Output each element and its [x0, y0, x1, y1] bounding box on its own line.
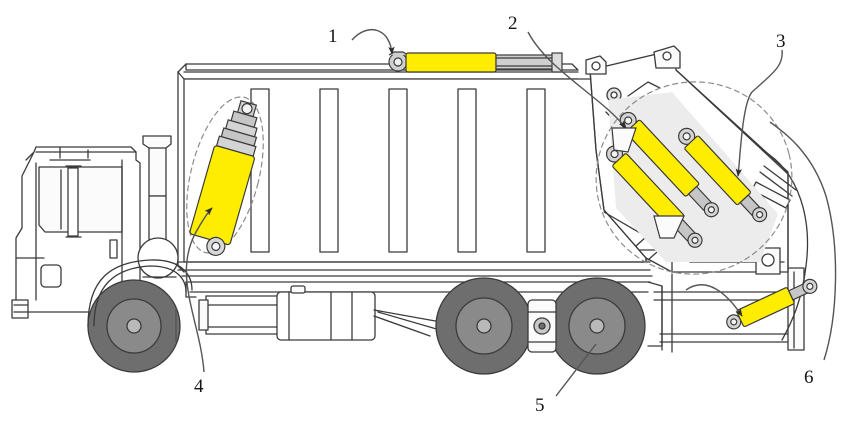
cylinder-packer-middle [605, 145, 703, 248]
tandem-suspension [527, 299, 557, 353]
callout-label-2[interactable]: 2 [508, 13, 518, 34]
cylinder-body-hoist [189, 99, 258, 257]
cylinder-roof-rail [388, 51, 563, 73]
leader-5 [555, 343, 597, 397]
truck-cab [11, 146, 141, 319]
leader-1 [351, 29, 395, 55]
callout-leaders [175, 29, 837, 397]
leader-2 [527, 31, 627, 129]
callout-label-3[interactable]: 3 [776, 31, 786, 52]
rear-wheel-rearward [548, 277, 646, 375]
callout-label-6[interactable]: 6 [804, 367, 814, 388]
callout-label-5[interactable]: 5 [535, 395, 545, 416]
cylinder-tailgate-lock [726, 278, 818, 330]
wheels [87, 259, 646, 375]
leader-6b [685, 284, 743, 317]
leader-3 [735, 49, 783, 177]
rear-wheel-forward [435, 277, 533, 375]
callout-label-4[interactable]: 4 [194, 376, 204, 397]
front-wheel [87, 259, 193, 373]
leader-4 [185, 207, 213, 373]
leader-6 [769, 121, 837, 361]
callout-label-1[interactable]: 1 [328, 26, 338, 47]
cylinder-packer-lower [678, 127, 768, 223]
exhaust-and-air-cleaner [137, 135, 179, 279]
packer-brackets [611, 127, 685, 239]
